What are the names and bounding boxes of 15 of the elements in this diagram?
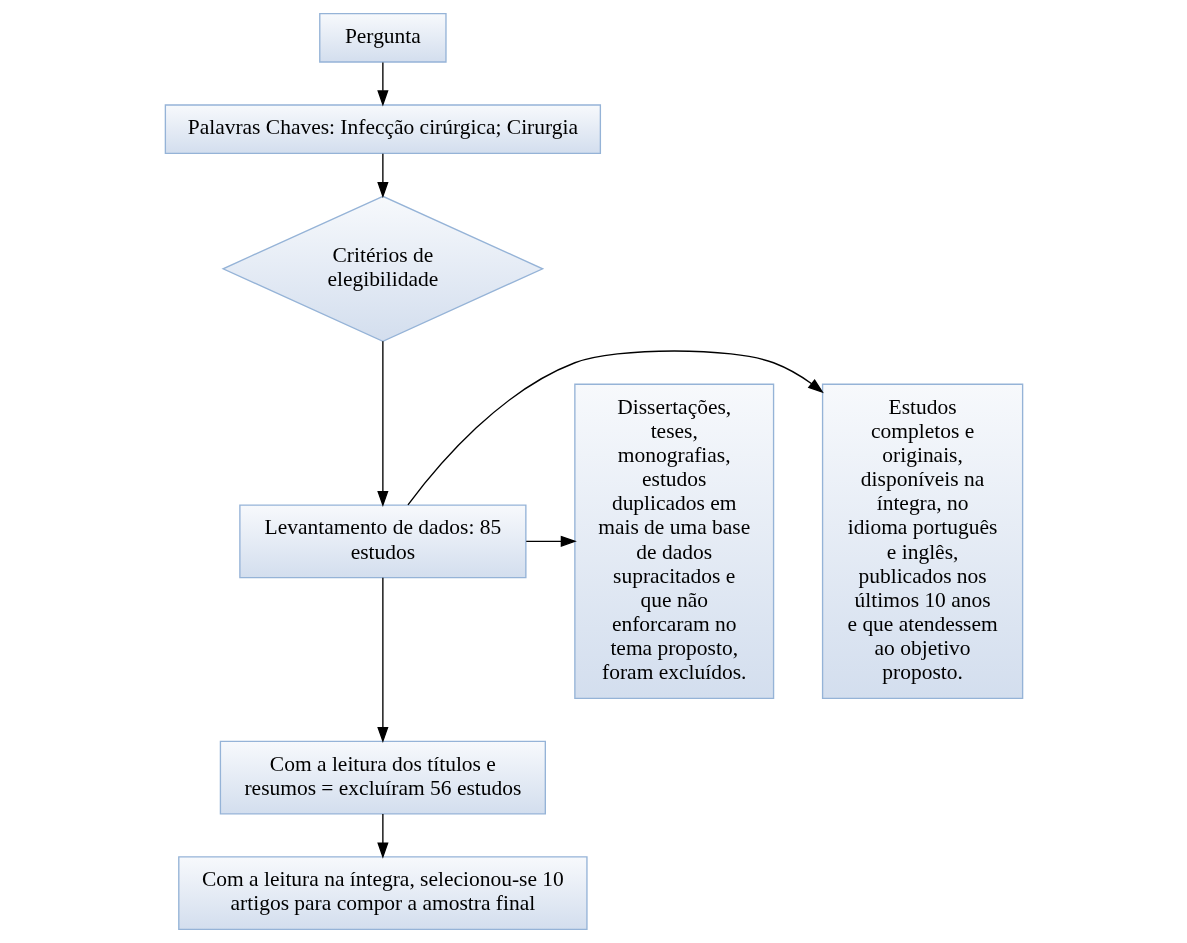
node-box: Palavras Chaves: Infecção cirúrgica; Cirurgia (164, 104, 601, 154)
arrow (376, 813, 388, 859)
arrow (376, 61, 388, 107)
node-box: Estudos completos e originais, disponíveis na íntegra, no idioma português e inglês, publicados nos últimos 10 anos e que atendessem ao objetivo proposto. (821, 383, 1023, 700)
arrow (376, 153, 388, 199)
node-box: Com a leitura na íntegra, selecionou-se 10 artigos para compor a amostra final (177, 856, 588, 930)
node-diamond: Critérios de elegibilidade (220, 195, 544, 342)
node-box: Levantamento de dados: 85 estudos (238, 504, 527, 579)
arrow (406, 350, 824, 506)
node-box: Com a leitura dos títulos e resumos = excluíram 56 estudos (219, 740, 546, 815)
node-box: Dissertações, teses, monografias, estudos duplicados em mais de uma base de dados supracitados e que não enforcaram no tema proposto, foram excluídos. (573, 383, 774, 700)
arrow (376, 340, 388, 508)
arrow (376, 576, 388, 744)
node-box: Pergunta (318, 13, 447, 63)
arrow (525, 535, 577, 547)
